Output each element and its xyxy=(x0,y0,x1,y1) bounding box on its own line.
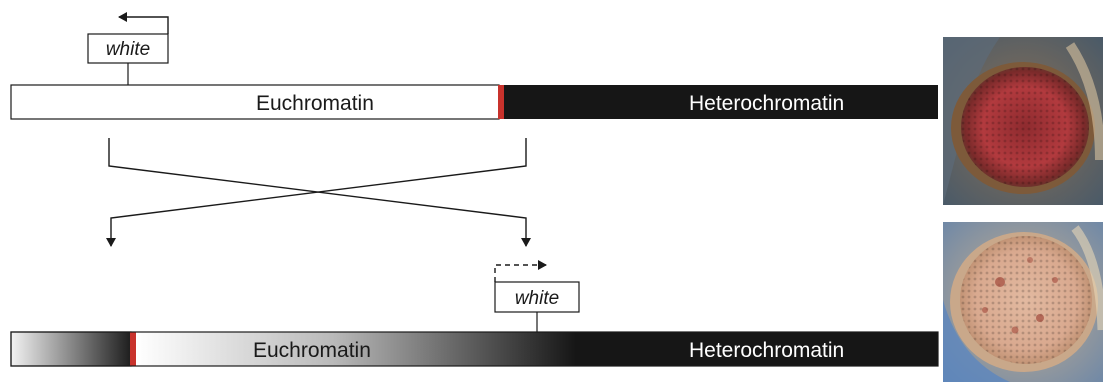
top-gene-label: white xyxy=(106,39,150,60)
eye-photo-variegated xyxy=(943,222,1103,382)
top-transcription-arrow xyxy=(118,12,169,34)
top-heterochromatin-label: Heterochromatin xyxy=(689,92,844,115)
bottom-gene-box xyxy=(494,281,580,313)
inversion-line-right xyxy=(106,138,527,247)
top-boundary-marker xyxy=(498,85,504,119)
bottom-white-gene: white xyxy=(494,260,580,332)
bottom-euchromatin-segment xyxy=(136,332,576,366)
top-chromosome: Euchromatin Heterochromatin xyxy=(10,84,938,120)
eye-photo-red xyxy=(943,37,1103,205)
top-euchromatin-label: Euchromatin xyxy=(256,92,374,115)
top-white-gene: white xyxy=(87,12,169,85)
bottom-transcription-arrow xyxy=(494,260,547,282)
bottom-heterochromatin-label: Heterochromatin xyxy=(689,339,844,362)
bottom-left-segment xyxy=(10,331,132,367)
top-heterochromatin-segment xyxy=(504,85,938,119)
top-euchromatin-segment xyxy=(10,84,500,120)
bottom-gene-label: white xyxy=(515,288,559,309)
bottom-chromosome: Euchromatin Heterochromatin xyxy=(10,331,939,367)
inversion-lines xyxy=(106,138,531,247)
top-gene-box xyxy=(87,33,169,64)
bottom-heterochromatin-segment xyxy=(575,332,938,366)
bottom-boundary-marker xyxy=(130,332,136,366)
bottom-euchromatin-label: Euchromatin xyxy=(253,339,371,362)
